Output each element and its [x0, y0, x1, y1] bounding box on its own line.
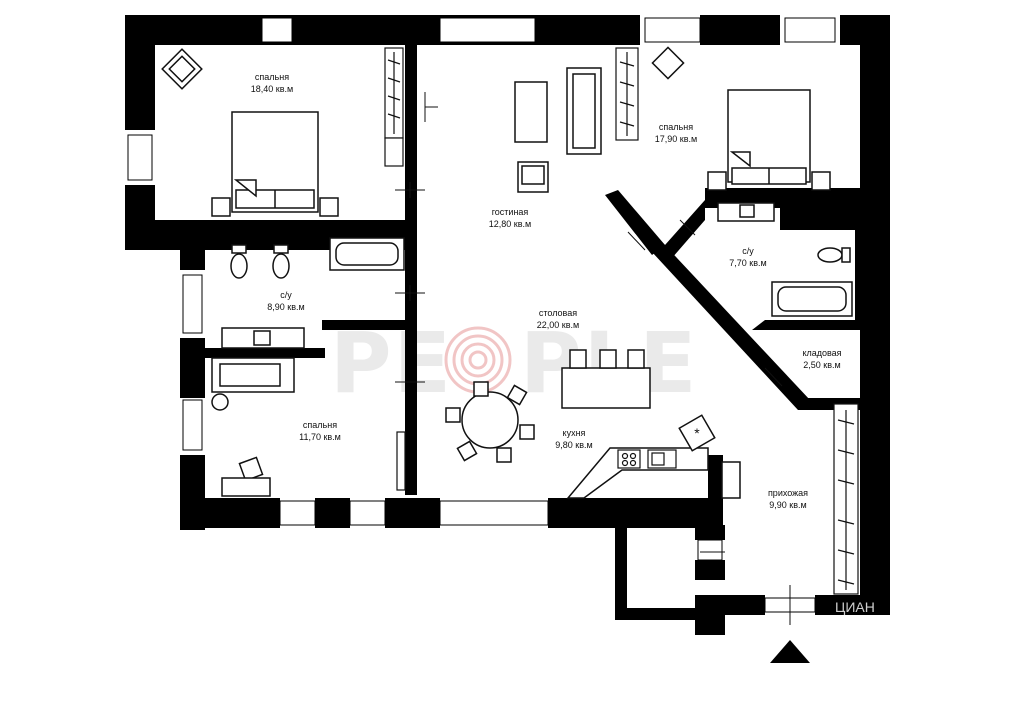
room-name-bedroom-1: спальня: [255, 72, 289, 82]
room-area-storage: 2,50 кв.м: [803, 360, 840, 370]
armchair-icon: [161, 48, 203, 90]
svg-text:*: *: [694, 425, 700, 441]
corner-watermark: ЦИАН: [835, 599, 875, 615]
sink-icon: [647, 449, 677, 469]
storage: кладовая 2,50 кв.м: [802, 348, 841, 370]
room-name-bedroom-3: спальня: [303, 420, 337, 430]
room-name-bedroom-2: спальня: [659, 122, 693, 132]
room-area-dining: 22,00 кв.м: [537, 320, 579, 330]
toilet-icon: [230, 244, 290, 279]
sink-icon: [221, 327, 305, 349]
stove-icon: [617, 449, 641, 469]
room-area-hall: 9,90 кв.м: [769, 500, 806, 510]
room-name-kitchen: кухня: [563, 428, 586, 438]
wardrobe-icon: [615, 47, 639, 141]
north-arrow-icon: [770, 640, 810, 663]
bathtub-icon: [771, 281, 853, 317]
bar-stools: [569, 349, 645, 369]
room-area-bedroom-2: 17,90 кв.м: [655, 134, 697, 144]
kitchen: * кухня 9,80 кв.м: [555, 414, 716, 499]
armchair-icon: [238, 456, 264, 482]
bedroom-2: спальня 17,90 кв.м: [615, 46, 831, 191]
room-area-bath-1: 8,90 кв.м: [267, 302, 304, 312]
room-name-bath-1: с/у: [280, 290, 292, 300]
room-area-bedroom-3: 11,70 кв.м: [299, 432, 341, 442]
desk: [221, 477, 271, 497]
windows: [127, 17, 836, 613]
room-area-bedroom-1: 18,40 кв.м: [251, 84, 293, 94]
bed-icon: [211, 111, 339, 217]
room-name-storage: кладовая: [802, 348, 841, 358]
shoe-cabinet: [721, 461, 741, 499]
watermark-text-left: PE: [330, 314, 453, 412]
door-icon: [424, 92, 438, 122]
wardrobe-icon: [833, 403, 859, 595]
sofa-icon: [566, 67, 602, 155]
bedroom-1: спальня 18,40 кв.м: [161, 47, 404, 217]
room-name-bath-2: с/у: [742, 246, 754, 256]
armchair-icon: [651, 46, 685, 80]
coffee-table: [514, 81, 548, 143]
dining: столовая 22,00 кв.м: [445, 308, 651, 463]
bed-icon: [707, 89, 831, 191]
bath-1: с/у 8,90 кв.м: [221, 237, 405, 349]
wardrobe-icon: [384, 47, 404, 167]
bar-counter: [561, 367, 651, 409]
room-area-living: 12,80 кв.м: [489, 219, 531, 229]
door-markers: [395, 182, 791, 625]
room-name-living: гостиная: [492, 207, 529, 217]
living: гостиная 12,80 кв.м: [424, 67, 602, 229]
room-name-hall: прихожая: [768, 488, 808, 498]
bedroom-3: спальня 11,70 кв.м: [211, 357, 406, 497]
bath-2: с/у 7,70 кв.м: [717, 202, 853, 317]
room-area-bath-2: 7,70 кв.м: [729, 258, 766, 268]
sink-icon: [717, 202, 775, 222]
walls: [125, 15, 890, 635]
wardrobe-icon: [396, 431, 406, 491]
fingerprint-icon: [444, 326, 512, 394]
dining-table-icon: [445, 381, 535, 463]
room-area-kitchen: 9,80 кв.м: [555, 440, 592, 450]
toilet-icon: [817, 247, 851, 263]
hall: прихожая 9,90 кв.м: [721, 403, 859, 595]
fridge-icon: *: [678, 414, 716, 452]
armchair-icon: [517, 161, 549, 193]
bathtub-icon: [329, 237, 405, 271]
sofa-icon: [211, 357, 295, 411]
room-name-dining: столовая: [539, 308, 577, 318]
